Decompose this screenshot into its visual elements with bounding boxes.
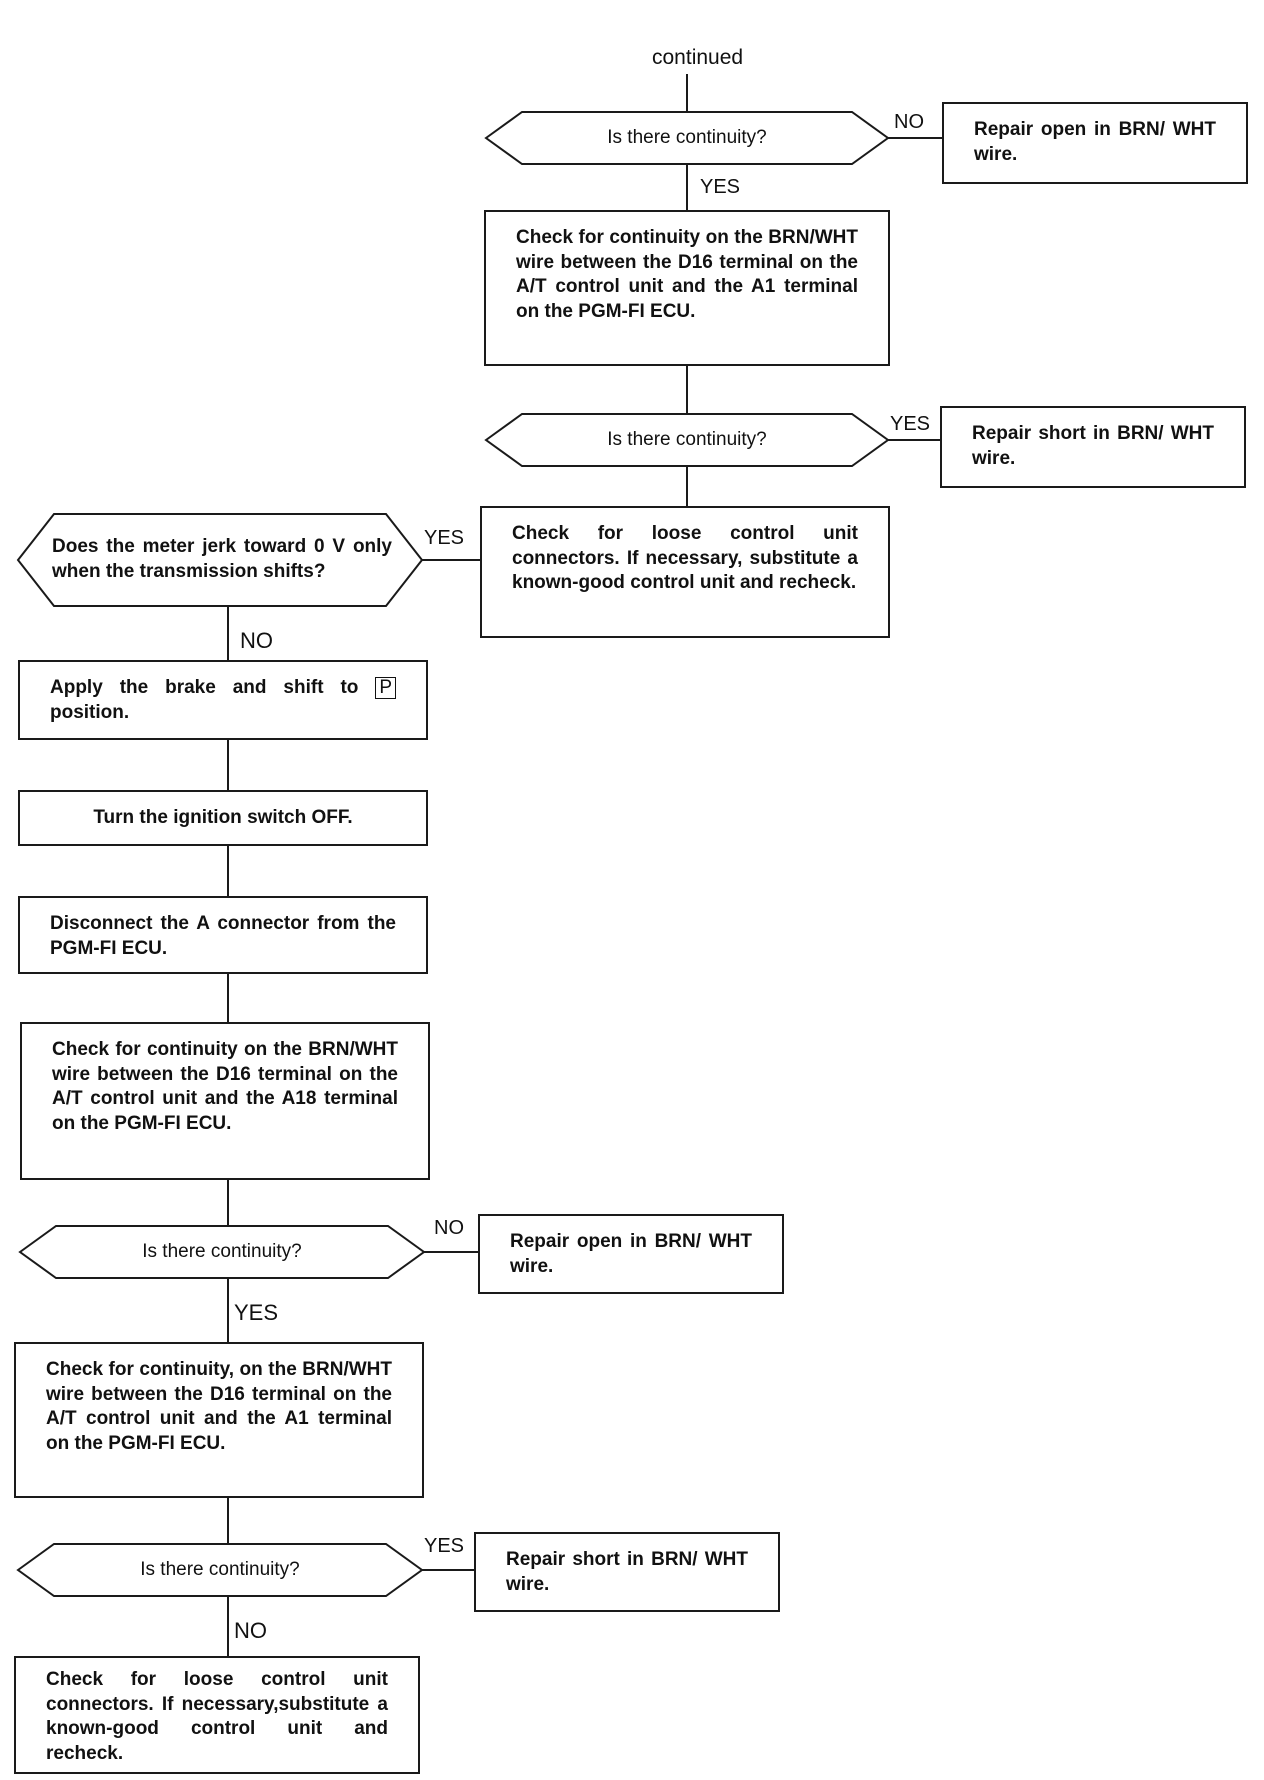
step-check-d16-a1-2: Check for continuity, on the BRN/WHT wir… [14,1342,424,1498]
step-ignition-off: Turn the ignition switch OFF. [18,790,428,846]
step-check-d16-a1-1: Check for continuity on the BRN/WHT wire… [484,210,890,366]
decision-text-continuity-2: Is there continuity? [607,428,767,450]
step-check-loose-2: Check for loose control unit connectors.… [14,1656,420,1774]
continued-label: continued [652,46,744,69]
edge-label-yes-2: YES [890,413,931,435]
edge-label-no-1: NO [894,111,924,133]
park-position-key: P [375,677,396,699]
step-check-d16-a18: Check for continuity on the BRN/WHT wire… [20,1022,430,1180]
step-check-loose-1: Check for loose control unit connectors.… [480,506,890,638]
apply-brake-text: Apply the brake and shift to [50,677,359,698]
decision-text-continuity-4: Is there continuity? [140,1558,300,1580]
edge-label-yes-5: YES [424,1535,465,1557]
decision-text-continuity-1: Is there continuity? [607,126,767,148]
decision-text-meter-jerk: Does the meter jerk toward 0 V only when… [52,536,392,582]
edge-label-no-2: NO [240,628,273,653]
step-apply-brake: Apply the brake and shift to P position. [18,660,428,740]
step-disconnect-a-connector: Disconnect the A connector from the PGM-… [18,896,428,974]
step-repair-open-2: Repair open in BRN/ WHT wire. [478,1214,784,1294]
apply-brake-suffix: position. [50,701,130,723]
step-repair-open-1: Repair open in BRN/ WHT wire. [942,102,1248,184]
step-repair-short-2: Repair short in BRN/ WHT wire. [474,1532,780,1612]
edge-label-yes-4: YES [234,1300,279,1325]
edge-label-no-3: NO [434,1217,464,1239]
edge-label-no-4: NO [234,1618,267,1643]
edge-label-yes-1: YES [700,176,741,198]
step-repair-short-1: Repair short in BRN/ WHT wire. [940,406,1246,488]
decision-text-continuity-3: Is there continuity? [142,1240,302,1262]
edge-label-yes-3: YES [424,527,465,549]
